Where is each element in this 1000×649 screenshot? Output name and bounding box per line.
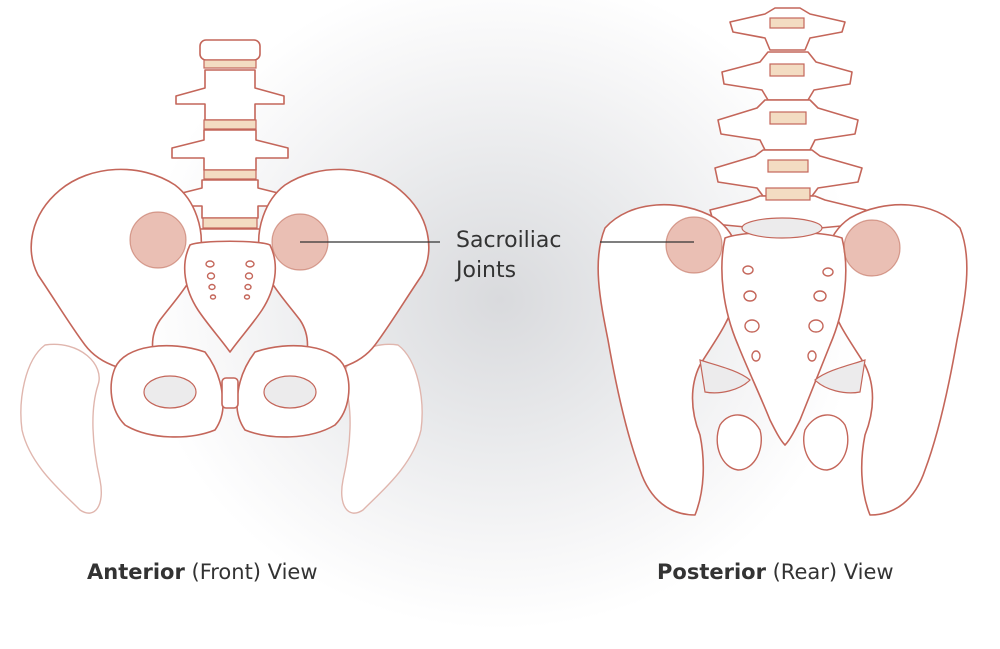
callout-line-2: Joints xyxy=(456,258,517,283)
left-femur xyxy=(20,343,102,514)
sacrum-posterior xyxy=(721,231,847,446)
left-si-joint-anterior xyxy=(129,211,187,269)
sacrum-anterior xyxy=(183,240,277,353)
left-si-joint-posterior xyxy=(665,216,723,274)
sacral-foramina-posterior xyxy=(742,265,834,362)
callout-line-1: Sacroiliac xyxy=(456,228,562,253)
sacroiliac-joints-callout: Sacroiliac Joints xyxy=(456,226,561,286)
anterior-caption-bold: Anterior xyxy=(87,560,185,584)
lumbar-spine-posterior xyxy=(709,7,867,237)
posterior-caption-bold: Posterior xyxy=(657,560,766,584)
left-ilium-posterior xyxy=(597,203,741,516)
anterior-caption-rest: (Front) View xyxy=(184,560,318,584)
anterior-view-caption: Anterior (Front) View xyxy=(87,560,318,584)
right-si-joint-posterior xyxy=(843,219,901,277)
posterior-view-caption: Posterior (Rear) View xyxy=(657,560,894,584)
right-ilium-posterior xyxy=(824,203,968,516)
pubic-symphysis xyxy=(221,377,239,409)
sacral-foramina-anterior xyxy=(205,260,255,300)
posterior-caption-rest: (Rear) View xyxy=(765,560,894,584)
